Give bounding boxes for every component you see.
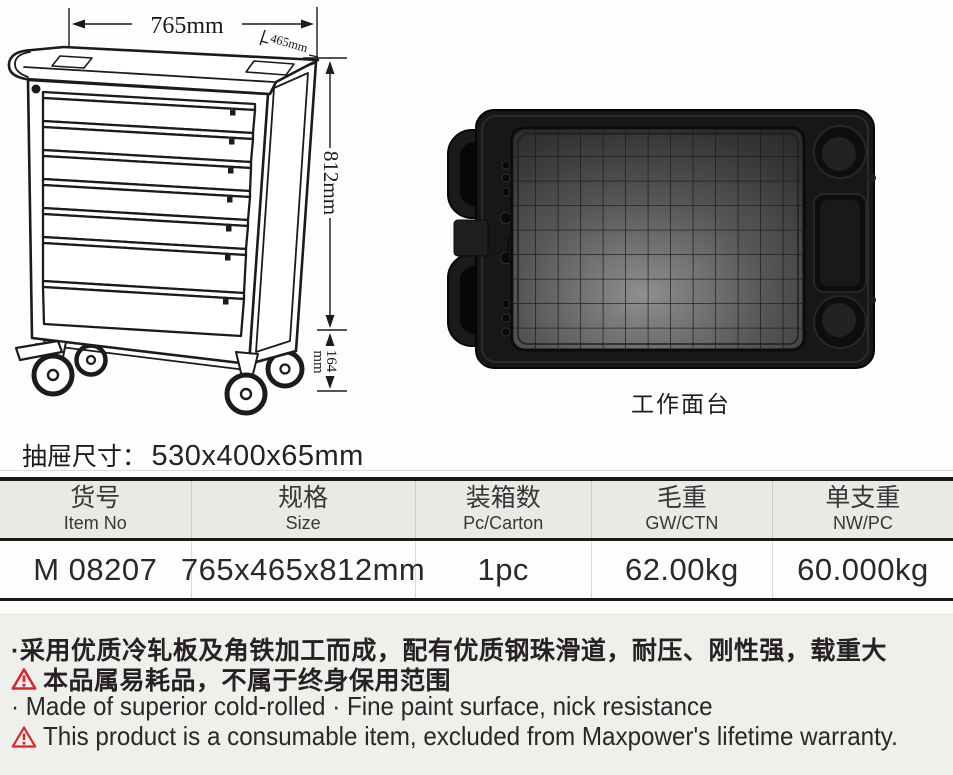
tray-cup-recesses: [813, 125, 876, 349]
col-header-pc-carton: 装箱数 Pc/Carton: [414, 481, 591, 538]
cell-pc-carton: 1pc: [414, 541, 591, 598]
drawer-size-label: 抽屉尺寸：: [22, 444, 148, 471]
drawer-size-value: 530x400x65mm: [151, 440, 364, 472]
warning-icon: [11, 668, 37, 690]
dim-caster-height-label: 164: [323, 350, 339, 373]
work-tray-photo: [447, 109, 876, 369]
note-zh-warning: 本品属易耗品，不属于终身保用范围: [11, 661, 451, 697]
notes-panel: ·采用优质冷轧板及角铁加工而成，配有优质钢珠滑道，耐压、刚性强，载重大 本品属易…: [0, 614, 953, 775]
drawers: [41, 90, 257, 338]
divider-rule: [0, 470, 953, 471]
note-en-warning: This product is a consumable item, exclu…: [11, 721, 953, 752]
dim-caster-height-unit: mm: [310, 350, 326, 374]
note-zh-features: ·采用优质冷轧板及角铁加工而成，配有优质钢珠滑道，耐压、刚性强，载重大: [11, 637, 887, 665]
warning-icon: [11, 725, 37, 748]
tray-label-plate: [453, 219, 489, 257]
caster-front-right: [224, 351, 268, 416]
col-header-gw: 毛重 GW/CTN: [590, 481, 772, 538]
spec-table-header: 货号 Item No 规格 Size 装箱数 Pc/Carton 毛重 GW/C…: [0, 481, 953, 541]
dimension-lines: [68, 7, 347, 392]
brake-pedal: [14, 339, 64, 362]
drawer-size-line: 抽屉尺寸： 530x400x65mm: [22, 437, 364, 473]
col-header-item-no: 货号 Item No: [63, 484, 127, 533]
dim-depth-label: 465mm: [269, 31, 310, 55]
work-tray-section: 工作面台: [446, 108, 880, 419]
lock-knob: [31, 84, 41, 94]
tray-grid-surface: [510, 126, 806, 352]
drawer-latches: [223, 110, 236, 305]
cabinet-drawing: 765mm 465mm 812mm 164 mm: [0, 0, 362, 430]
cabinet-body: [7, 45, 320, 416]
cabinet-drawing-svg: 765mm 465mm 812mm 164 mm: [7, 7, 347, 416]
col-header-nw: 单支重 NW/PC: [771, 481, 953, 538]
col-header-size: 规格 Size: [190, 481, 415, 538]
spec-table: 货号 Item No 规格 Size 装箱数 Pc/Carton 毛重 GW/C…: [0, 477, 953, 601]
cell-size: 765x465x812mm: [181, 541, 425, 598]
cell-item-no: M 08207: [33, 551, 158, 587]
tray-caption: 工作面台: [631, 391, 731, 417]
spec-table-row: M 08207 765x465x812mm 1pc 62.00kg 60.000…: [0, 541, 953, 598]
dim-height-label: 812mm: [319, 151, 343, 215]
note-en-features: · Made of superior cold-rolled · Fine pa…: [11, 691, 713, 721]
dim-width-label: 765mm: [150, 13, 224, 39]
cell-nw: 60.000kg: [771, 541, 953, 598]
cell-gw: 62.00kg: [590, 541, 772, 598]
